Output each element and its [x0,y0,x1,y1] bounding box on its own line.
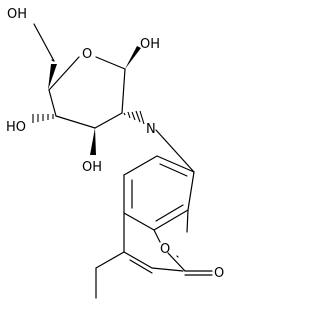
bond-n-c7 [155,129,195,173]
atom-label-o-ring-coumarin: O [160,242,170,257]
atom-label-o-carbonyl: O [214,266,224,281]
atom-label-n-amine: N [146,122,156,137]
bond-c4-c3 [123,251,153,269]
bond-c8a-o1-real [153,229,161,243]
bond-c4-c3-double [129,259,153,274]
atom-label-o-ring: O [82,47,92,62]
bond-c8-c8a-double [155,204,184,222]
atom-label-oh-anomeric: OH [140,37,160,52]
atom-label-oh-c3: OH [82,160,102,175]
bond-c5-c6 [51,59,55,62]
wedge-c3-oh [90,128,96,155]
hash-c2-n [123,110,145,125]
bond-c3-c4 [55,115,96,129]
bond-c3-c2 [151,267,184,272]
bond-c4-methyl [95,251,125,269]
bond-c4-c5 [48,89,57,117]
bond-c6-c7-double [159,163,188,177]
bond-o1-c2 [176,255,179,258]
atom-label-ho-left: HO [6,120,26,135]
bond-c2-c3 [94,112,123,129]
bond-c8a-c4a [123,212,155,231]
wedge-c1-oh [125,46,141,69]
bond-o1-c2-real [167,252,186,272]
bond-c5-c6 [123,155,158,176]
bond-c8-c8a [153,209,189,231]
structure-canvas: OH O OH HO OH N O O [6,7,225,299]
bond-c5-o-ring [48,56,80,91]
bond-c7-c8 [187,171,195,211]
atom-label-oh-top: OH [7,7,27,22]
hash-c4-ho [32,114,54,123]
molecule-structure: OH O OH HO OH N O O [6,7,224,299]
bond-c6-o6 [33,23,55,62]
bond-o-ring-c1 [95,56,126,70]
wedge-c5-c6 [48,64,57,90]
bond-c8a-o1 [186,209,189,233]
bond-c1-c2 [121,68,126,114]
bond-c6-c7 [156,155,195,173]
